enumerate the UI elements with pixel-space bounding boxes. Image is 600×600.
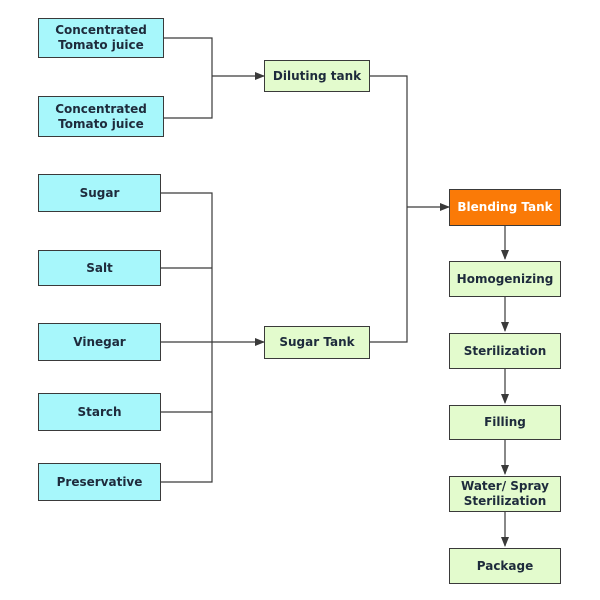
input-sugar: Sugar xyxy=(38,174,161,212)
label: Salt xyxy=(86,260,113,275)
label: Starch xyxy=(77,404,122,419)
input-vinegar: Vinegar xyxy=(38,323,161,361)
label-line-1: Concentrated xyxy=(55,23,147,37)
label-line-2: Sterilization xyxy=(463,494,547,508)
sugar-tank: Sugar Tank xyxy=(264,326,370,359)
input-starch: Starch xyxy=(38,393,161,431)
label-line-1: Concentrated xyxy=(55,101,147,116)
input-preservative: Preservative xyxy=(38,463,161,501)
blending-tank: Blending Tank xyxy=(449,189,561,226)
input-salt: Salt xyxy=(38,250,161,286)
connector-sugar xyxy=(161,192,213,483)
label: Sugar xyxy=(79,185,120,200)
label: Sugar Tank xyxy=(279,335,355,349)
label: Diluting tank xyxy=(272,68,362,83)
label: Preservative xyxy=(56,474,143,489)
filling-step: Filling xyxy=(449,405,561,440)
label-line-1: Water/ Spray xyxy=(461,479,549,493)
connector-diluting-out xyxy=(370,75,408,343)
input-concentrated-tomato-juice-1: Concentrated Tomato juice xyxy=(38,18,164,58)
package-step: Package xyxy=(449,548,561,584)
label: Sterilization xyxy=(463,343,547,358)
label: Vinegar xyxy=(73,334,126,349)
sterilization-step: Sterilization xyxy=(449,333,561,369)
water-spray-sterilization-step: Water/ Spray Sterilization xyxy=(449,476,561,512)
connector-juice1 xyxy=(164,37,213,119)
label-line-2: Tomato juice xyxy=(58,116,144,131)
label-line-2: Tomato juice xyxy=(58,38,144,52)
homogenizing-step: Homogenizing xyxy=(449,261,561,297)
diluting-tank: Diluting tank xyxy=(264,60,370,92)
label: Package xyxy=(476,558,534,573)
label: Filling xyxy=(484,415,526,429)
label: Homogenizing xyxy=(456,271,554,286)
label: Blending Tank xyxy=(457,200,553,214)
input-concentrated-tomato-juice-2: Concentrated Tomato juice xyxy=(38,96,164,137)
